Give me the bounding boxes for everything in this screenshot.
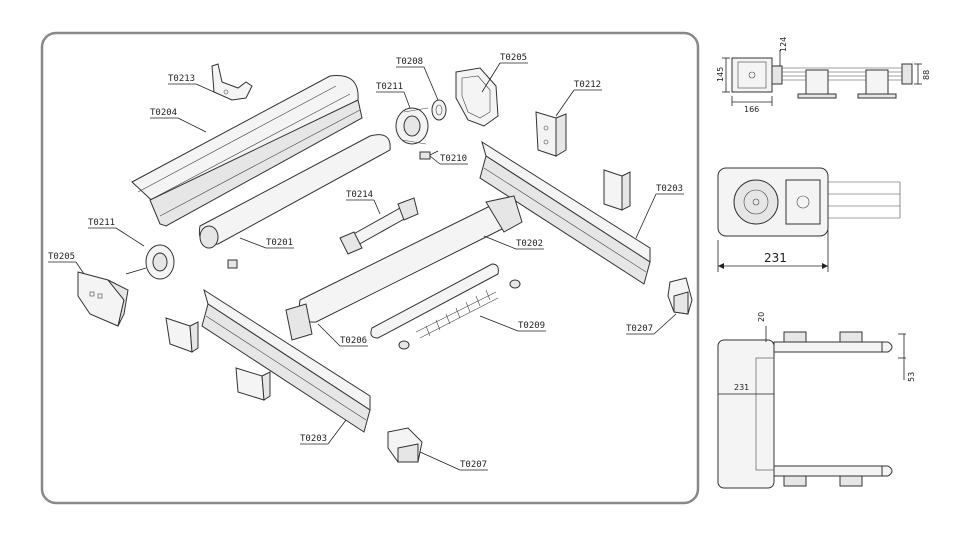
label-t0203-right: T0203 bbox=[656, 184, 683, 194]
part-bottom-mount-bracket bbox=[235, 367, 271, 401]
part-t0201-tube bbox=[198, 134, 391, 249]
part-t0207-right-plug bbox=[667, 277, 693, 315]
diagram-frame bbox=[40, 31, 700, 505]
part-t0203-bottom-rail bbox=[201, 288, 371, 433]
part-t0214-shaft bbox=[339, 197, 419, 255]
label-t0207-right: T0207 bbox=[626, 324, 653, 334]
part-t0207-bottom-plug bbox=[387, 427, 423, 463]
label-t0204: T0204 bbox=[150, 108, 177, 118]
dim-top-53: 53 bbox=[907, 372, 916, 382]
part-t0211-top-spool bbox=[395, 107, 429, 145]
part-t0204-cover bbox=[131, 75, 363, 227]
label-t0211-left: T0211 bbox=[88, 218, 115, 228]
part-t0209-spring bbox=[370, 263, 521, 350]
label-t0214: T0214 bbox=[346, 190, 373, 200]
part-t0208-ring bbox=[431, 99, 447, 121]
dim-front-231: 231 bbox=[764, 251, 787, 265]
part-left-lower-bracket bbox=[165, 317, 199, 353]
top-view-drawing bbox=[717, 326, 906, 489]
part-t0210-screw bbox=[419, 150, 439, 160]
part-t0205-left-endcap bbox=[77, 271, 129, 327]
part-t0213-bracket bbox=[211, 63, 253, 101]
dim-side-166: 166 bbox=[744, 105, 759, 114]
label-t0205-left: T0205 bbox=[48, 252, 75, 262]
label-t0203-bottom: T0203 bbox=[300, 434, 327, 444]
label-t0205-top: T0205 bbox=[500, 53, 527, 63]
label-t0211-top: T0211 bbox=[376, 82, 403, 92]
label-t0209: T0209 bbox=[518, 321, 545, 331]
dim-top-20: 20 bbox=[757, 312, 766, 322]
dim-side-88: 88 bbox=[922, 70, 931, 80]
label-t0212: T0212 bbox=[574, 80, 601, 90]
part-left-screw bbox=[227, 259, 238, 269]
part-t0211-left-spool bbox=[125, 244, 175, 280]
label-t0208: T0208 bbox=[396, 57, 423, 67]
label-t0202: T0202 bbox=[516, 239, 543, 249]
dim-side-124: 124 bbox=[779, 37, 788, 52]
part-t0202-roller bbox=[285, 195, 523, 341]
label-t0213: T0213 bbox=[168, 74, 195, 84]
label-t0206: T0206 bbox=[340, 336, 367, 346]
part-t0212-bracket bbox=[535, 111, 567, 157]
dim-top-231: 231 bbox=[734, 383, 749, 392]
label-t0210: T0210 bbox=[440, 154, 467, 164]
dim-side-145: 145 bbox=[716, 67, 725, 82]
leader-lines bbox=[48, 62, 684, 471]
label-t0207-bottom: T0207 bbox=[460, 460, 487, 470]
part-t0203-right-rail bbox=[479, 140, 651, 285]
label-t0201: T0201 bbox=[266, 238, 293, 248]
front-view-drawing bbox=[717, 167, 901, 272]
side-view-drawing bbox=[722, 50, 922, 106]
part-right-mount-bracket bbox=[603, 169, 631, 211]
